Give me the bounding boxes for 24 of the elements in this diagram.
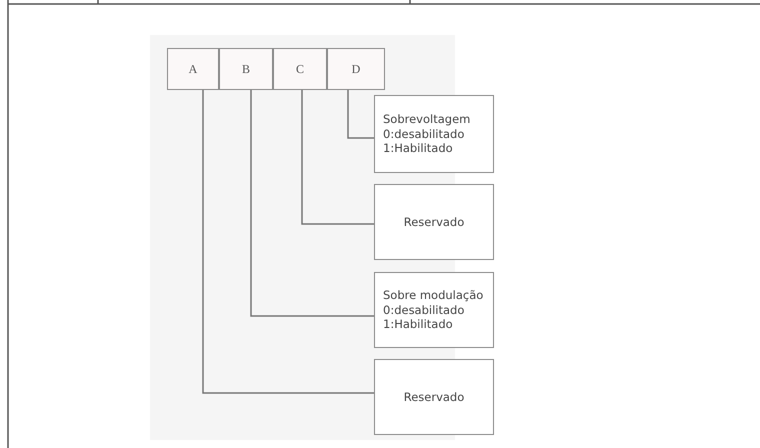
bit-cell: [167, 48, 219, 90]
label-text: Sobrevoltagem: [383, 112, 472, 127]
label-text: C: [296, 62, 304, 76]
description-box: [374, 95, 494, 173]
label-text: Reservado: [404, 214, 464, 230]
label-text: Sobre modulação: [383, 288, 484, 303]
bit-cell: [219, 48, 273, 90]
label-text: A: [188, 62, 198, 76]
bit-cell: [327, 48, 385, 90]
label-text: 1:Habilitado: [383, 141, 454, 156]
connector-line: [301, 90, 374, 225]
description-box: [374, 272, 494, 348]
label-text: 0:desabilitado: [383, 126, 466, 142]
label-text: 0:desabilitado: [383, 302, 466, 318]
label-text: D: [352, 62, 360, 76]
bit-cell: [273, 48, 327, 90]
connector-line: [250, 90, 374, 317]
description-box: [374, 184, 494, 260]
connector-line: [347, 90, 374, 139]
label-text: Reservado: [404, 390, 464, 404]
description-box: [374, 359, 494, 435]
label-text: B: [242, 62, 250, 76]
connector-line: [202, 90, 374, 394]
label-text: 1:Habilitado: [383, 317, 454, 332]
